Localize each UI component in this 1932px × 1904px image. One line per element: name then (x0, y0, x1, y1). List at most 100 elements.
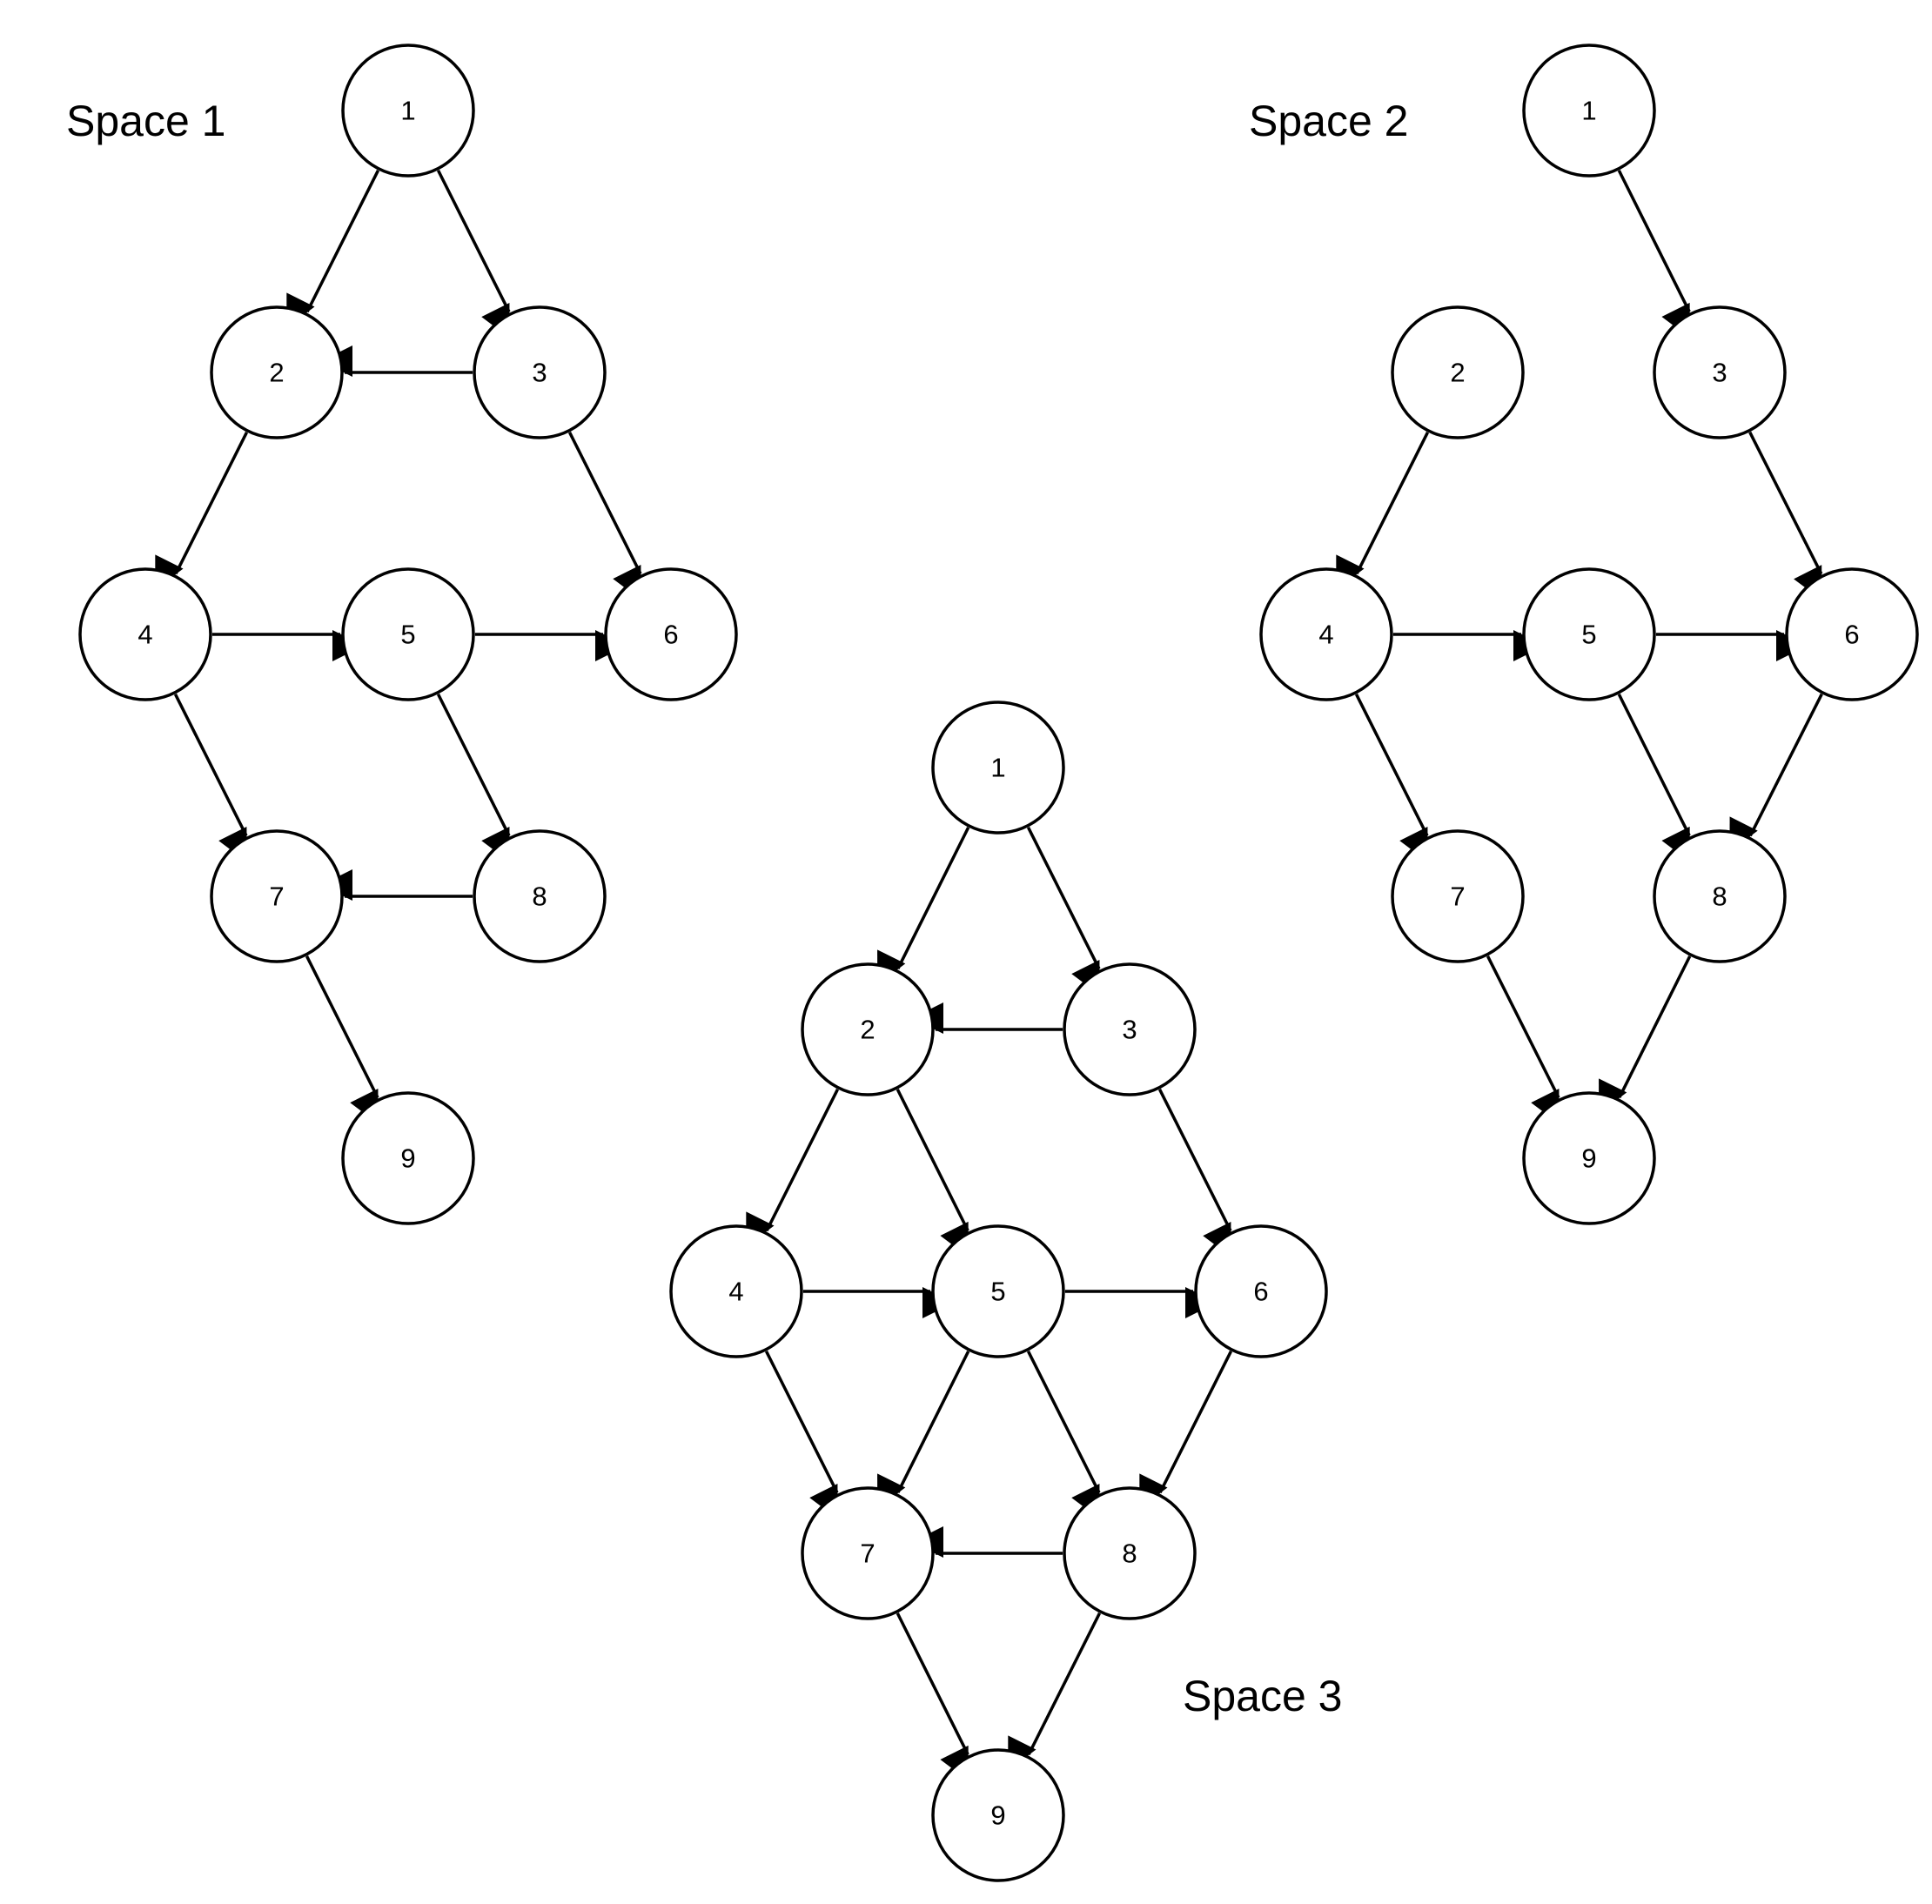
space-1-node-7: 7 (210, 829, 344, 963)
node-circle (1522, 1091, 1656, 1225)
space-3-node-5: 5 (931, 1224, 1065, 1358)
node-circle (210, 305, 344, 439)
node-circle (931, 1748, 1065, 1882)
space-3-edge-5-to-7 (877, 1351, 970, 1509)
space-2-title: Space 2 (1249, 97, 1408, 145)
node-circle (1063, 1486, 1197, 1620)
node-circle (210, 829, 344, 963)
node-circle (1259, 567, 1393, 701)
space-3-edge-7-to-9 (896, 1612, 969, 1781)
node-label: 9 (990, 1800, 1005, 1831)
node-label: 3 (1712, 358, 1727, 388)
node-circle (1522, 567, 1656, 701)
space-1-edge-1-to-2 (286, 170, 380, 328)
node-circle (1653, 305, 1787, 439)
space-2-nodes: 1 2 3 4 5 6 7 8 9 (1259, 44, 1919, 1225)
node-circle (78, 567, 212, 701)
node-label: 1 (400, 96, 415, 126)
space-1-node-1: 1 (341, 44, 475, 178)
space-1-edge-2-to-4 (155, 432, 249, 590)
node-label: 5 (1581, 620, 1596, 650)
space-2-edge-8-to-9 (1599, 955, 1692, 1114)
node-label: 4 (138, 620, 152, 650)
node-label: 7 (269, 882, 284, 912)
node-circle (473, 829, 607, 963)
space-3-title: Space 3 (1183, 1672, 1342, 1720)
space-1-edges (155, 170, 642, 1124)
node-circle (341, 1091, 475, 1225)
space-2-node-7: 7 (1391, 829, 1525, 963)
space-1-edge-4-to-7 (173, 694, 248, 862)
node-label: 5 (400, 620, 415, 650)
node-label: 4 (728, 1277, 743, 1307)
node-label: 8 (532, 882, 547, 912)
node-label: 4 (1318, 620, 1333, 650)
node-circle (931, 1224, 1065, 1358)
space-3-edge-5-to-8 (1026, 1351, 1101, 1519)
node-circle (1391, 305, 1525, 439)
space-2-edge-6-to-8 (1729, 693, 1823, 852)
space-3-edge-1-to-3 (1026, 827, 1101, 996)
space-1-edge-1-to-3 (436, 170, 511, 339)
space-1-node-5: 5 (341, 567, 475, 701)
node-label: 8 (1712, 882, 1727, 912)
node-label: 2 (269, 358, 284, 388)
space-3-edge-8-to-9 (1008, 1612, 1102, 1771)
space-3-edge-3-to-6 (1157, 1089, 1232, 1257)
node-label: 7 (860, 1539, 875, 1569)
node-label: 7 (1450, 882, 1465, 912)
node-circle (1391, 829, 1525, 963)
space-2-edge-1-to-3 (1617, 170, 1691, 339)
node-label: 2 (1450, 358, 1465, 388)
space-1-node-6: 6 (604, 567, 738, 701)
node-circle (801, 962, 935, 1096)
space-3-edge-2-to-5 (896, 1089, 969, 1257)
space-1-edge-7-to-9 (305, 955, 379, 1124)
space-3-node-8: 8 (1063, 1486, 1197, 1620)
space-1-node-3: 3 (473, 305, 607, 439)
space-3-node-2: 2 (801, 962, 935, 1096)
space-3-node-4: 4 (669, 1224, 803, 1358)
space-1-graph: Space 1 1 2 3 4 5 6 7 8 9 (66, 44, 738, 1225)
space-3-edge-4-to-7 (764, 1351, 839, 1519)
space-1-node-8: 8 (473, 829, 607, 963)
space-3-edge-2-to-4 (746, 1089, 840, 1247)
space-2-node-5: 5 (1522, 567, 1656, 701)
space-2-edge-7-to-9 (1486, 955, 1560, 1124)
node-label: 6 (1253, 1277, 1268, 1307)
space-2-node-6: 6 (1785, 567, 1919, 701)
space-3-node-7: 7 (801, 1486, 935, 1620)
space-2-node-4: 4 (1259, 567, 1393, 701)
node-label: 9 (1581, 1143, 1596, 1174)
node-label: 6 (663, 620, 678, 650)
node-label: 1 (990, 753, 1005, 783)
space-1-node-9: 9 (341, 1091, 475, 1225)
space-2-node-9: 9 (1522, 1091, 1656, 1225)
node-label: 1 (1581, 96, 1596, 126)
space-3-edge-6-to-8 (1139, 1351, 1233, 1509)
space-1-title: Space 1 (66, 97, 225, 145)
node-label: 2 (860, 1015, 875, 1045)
space-1-nodes: 1 2 3 4 5 6 7 8 9 (78, 44, 738, 1225)
node-circle (669, 1224, 803, 1358)
space-3-node-3: 3 (1063, 962, 1197, 1096)
space-3-node-1: 1 (931, 701, 1065, 835)
node-circle (1653, 829, 1787, 963)
node-circle (1194, 1224, 1328, 1358)
space-3-node-9: 9 (931, 1748, 1065, 1882)
node-label: 5 (990, 1277, 1005, 1307)
node-label: 3 (532, 358, 547, 388)
space-3-edges (746, 827, 1233, 1781)
node-label: 9 (400, 1143, 415, 1174)
node-circle (341, 567, 475, 701)
space-3-graph: Space 3 1 2 3 4 5 6 7 8 9 (669, 701, 1342, 1882)
node-label: 3 (1122, 1015, 1137, 1045)
space-2-edge-3-to-6 (1748, 431, 1823, 600)
node-circle (1785, 567, 1919, 701)
space-2-node-1: 1 (1522, 44, 1656, 178)
space-1-node-4: 4 (78, 567, 212, 701)
space-2-edges (1336, 170, 1823, 1124)
space-3-node-6: 6 (1194, 1224, 1328, 1358)
space-2-node-2: 2 (1391, 305, 1525, 439)
